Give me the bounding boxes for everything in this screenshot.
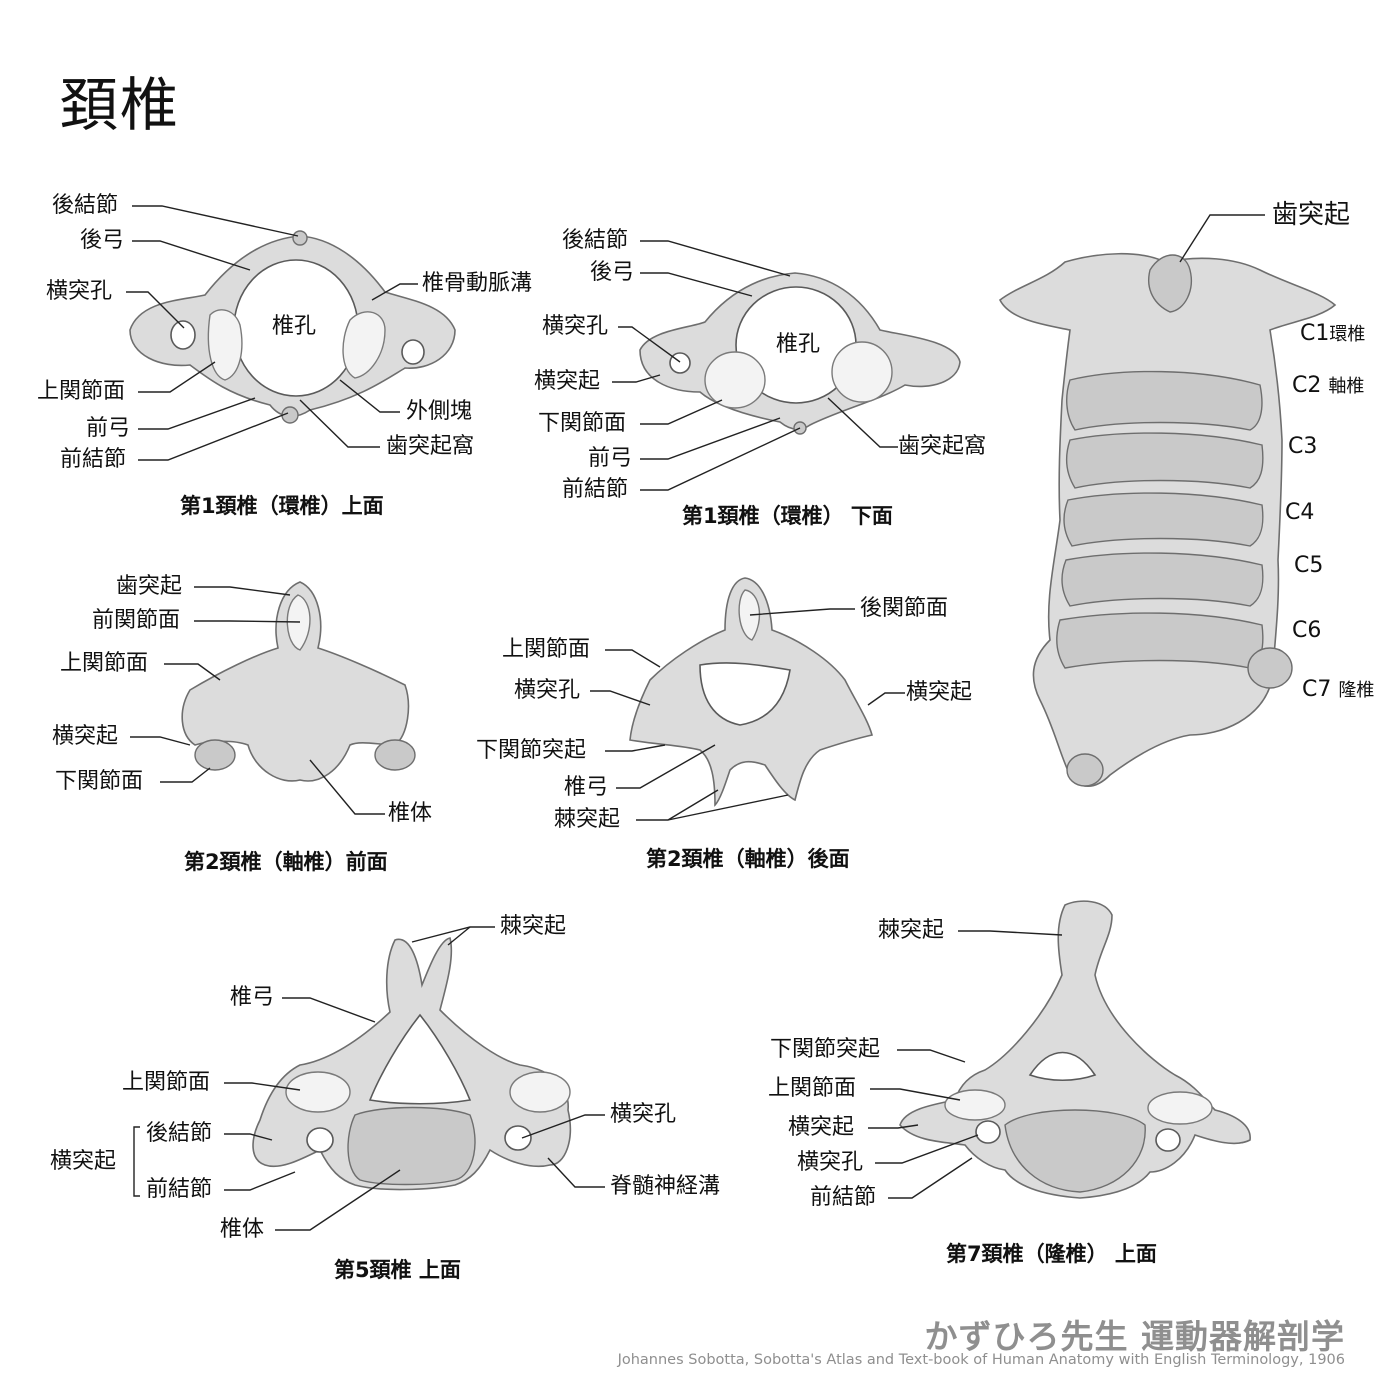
axis-posterior-illustration [629,577,873,807]
atlas-inferior-illustration [639,272,961,435]
atlas-inf-facet-for-dens-label: 歯突起窩 [898,434,987,459]
c5-posterior-tubercle-label: 後結節 [146,1121,213,1146]
c5-superior-illustration [252,937,572,1191]
atlas-sup-posterior-tubercle-label: 後結節 [52,193,119,218]
axis-post-transverse-process-label: 横突起 [906,680,973,705]
axis-ant-inferior-facet-label: 下関節面 [55,769,144,794]
atlas-sup-vertebral-foramen-label: 椎孔 [272,314,317,339]
axis-post-transverse-foramen-label: 横突孔 [514,678,581,703]
c5-superior-facet-label: 上関節面 [122,1070,211,1095]
atlas-sup-vertebral-artery-groove-label: 椎骨動脈溝 [422,271,533,296]
c7-caption: 第7頚椎（隆椎） 上面 [946,1242,1157,1266]
axis-anterior-caption: 第2頚椎（軸椎）前面 [184,850,388,874]
c7-spinous-process-label: 棘突起 [878,918,945,943]
c7-inferior-process-label: 下関節突起 [770,1037,881,1062]
atlas-inf-transverse-foramen-label: 横突孔 [542,314,609,339]
c5-transverse-process-label: 横突起 [50,1149,117,1174]
c7-transverse-foramen-label: 横突孔 [797,1150,864,1175]
c5-transverse-foramen-label: 横突孔 [610,1102,677,1127]
column-level-c5: C5 [1294,553,1324,578]
axis-ant-superior-facet-label: 上関節面 [60,651,149,676]
column-level-c2: C2 軸椎 [1292,373,1365,398]
column-level-c4: C4 [1285,500,1315,525]
axis-post-spinous-process-label: 棘突起 [554,807,621,832]
atlas-inferior-caption: 第1頚椎（環椎） 下面 [682,504,893,528]
atlas-inf-vertebral-foramen-label: 椎孔 [776,332,821,357]
c7-superior-illustration [899,900,1251,1199]
column-level-c3: C3 [1288,434,1318,459]
atlas-inf-posterior-tubercle-label: 後結節 [562,228,629,253]
axis-anterior-illustration [181,581,416,782]
atlas-sup-anterior-arch-label: 前弓 [86,416,131,441]
atlas-sup-superior-facet-label: 上関節面 [37,379,126,404]
c7-anterior-tubercle-label: 前結節 [810,1185,877,1210]
atlas-sup-anterior-tubercle-label: 前結節 [60,447,127,472]
credit-main: かずひろ先生 運動器解剖学 [924,1317,1345,1356]
axis-post-posterior-facet-label: 後関節面 [860,596,949,621]
atlas-inf-anterior-arch-label: 前弓 [588,446,633,471]
axis-post-vertebral-arch-label: 椎弓 [564,775,609,800]
atlas-sup-lateral-mass-label: 外側塊 [406,399,473,424]
cervical-column-illustration [998,252,1337,788]
atlas-inf-anterior-tubercle-label: 前結節 [562,477,629,502]
atlas-inf-inferior-facet-label: 下関節面 [538,411,627,436]
column-level-c1: C1環椎 [1300,321,1366,346]
c7-transverse-process-label: 横突起 [788,1115,855,1140]
axis-post-inferior-process-label: 下関節突起 [476,738,587,763]
atlas-sup-facet-for-dens-label: 歯突起窩 [386,434,475,459]
atlas-superior-illustration [129,230,456,424]
column-dens-label: 歯突起 [1272,200,1351,230]
c5-spinous-process-label: 棘突起 [500,914,567,939]
page-title: 頚椎 [60,71,181,139]
atlas-inf-posterior-arch-label: 後弓 [590,260,635,285]
atlas-superior-caption: 第1頚椎（環椎）上面 [180,494,384,518]
axis-ant-anterior-facet-label: 前関節面 [92,608,181,633]
atlas-sup-posterior-arch-label: 後弓 [80,228,125,253]
axis-posterior-caption: 第2頚椎（軸椎）後面 [646,847,850,871]
axis-ant-dens-label: 歯突起 [116,574,183,599]
axis-ant-transverse-process-label: 横突起 [52,724,119,749]
c5-anterior-tubercle-label: 前結節 [146,1177,213,1202]
c5-caption: 第5頚椎 上面 [334,1258,461,1282]
c5-vertebral-arch-label: 椎弓 [230,985,275,1010]
leader-lines [126,205,1265,1231]
c5-body-label: 椎体 [220,1217,265,1242]
c7-superior-facet-label: 上関節面 [768,1076,857,1101]
atlas-inf-transverse-process-label: 横突起 [534,369,601,394]
credit-source: Johannes Sobotta, Sobotta's Atlas and Te… [617,1352,1345,1368]
column-level-c7: C7 隆椎 [1302,677,1375,702]
axis-post-superior-facet-label: 上関節面 [502,637,591,662]
atlas-sup-transverse-foramen-label: 横突孔 [46,279,113,304]
c5-spinal-nerve-groove-label: 脊髄神経溝 [610,1174,721,1199]
column-level-c6: C6 [1292,618,1322,643]
axis-ant-body-label: 椎体 [388,801,433,826]
